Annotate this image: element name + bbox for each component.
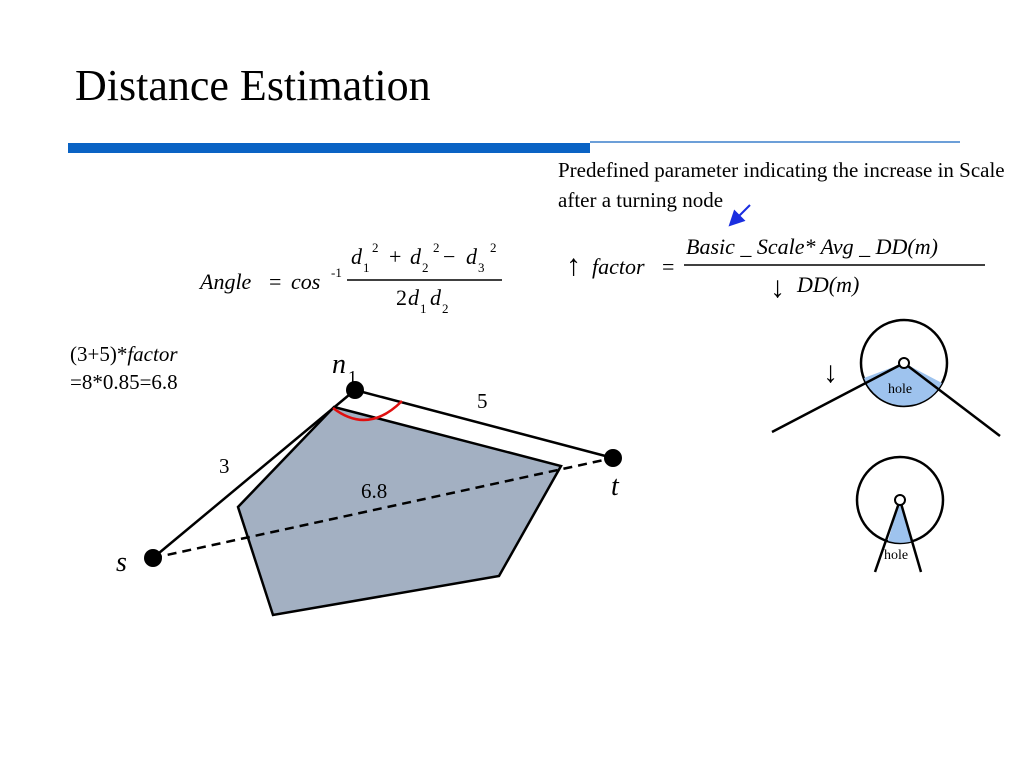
node-t-label: t [611, 471, 620, 502]
den-d2: d [430, 285, 442, 310]
factor-down-arrow: ↓ [770, 271, 785, 304]
factor-numerator: Basic _ Scale* Avg _ DD(m) [686, 234, 938, 259]
edge-s-t-length: 6.8 [361, 479, 387, 503]
node-n1 [346, 381, 364, 399]
node-t [604, 449, 622, 467]
hole-edge-left-narrow [873, 499, 902, 573]
angle-inverse: -1 [331, 265, 342, 280]
slide-title: Distance Estimation [75, 61, 431, 110]
edge-n1-t-length: 5 [477, 389, 488, 413]
hole-edge-right-narrow [898, 499, 923, 573]
angle-lhs: Angle [198, 269, 252, 294]
edge-s-t-dashed [152, 456, 614, 560]
parameter-note: Predefined parameter indicating the incr… [558, 158, 1005, 212]
num-d2-sub: 2 [422, 260, 429, 275]
hole-edge-right-wide [903, 362, 1001, 437]
calc-factor-var: factor [127, 342, 178, 366]
den-d1-sub: 1 [420, 301, 427, 316]
title-underline-thin [590, 141, 960, 143]
obstacle-polygon [236, 405, 563, 617]
hole-illustration-narrow: hole [855, 455, 945, 573]
edge-s-n1-length: 3 [219, 454, 230, 478]
angle-func: cos [291, 269, 320, 294]
hole-label-wide: hole [888, 382, 912, 397]
num-d1-sub: 1 [363, 260, 370, 275]
route-diagram: s t n 1 3 5 6.8 [116, 349, 622, 617]
edge-n1-t [354, 388, 614, 460]
calc-line-1-prefix: (3+5)* [70, 342, 128, 366]
hole-down-arrow: ↓ [823, 356, 838, 389]
angle-formula: Angle = cos -1 d 1 2 + d 2 2 − d 3 2 2 d… [198, 240, 502, 316]
den-d2-sub: 2 [442, 301, 449, 316]
den-two: 2 [396, 285, 407, 310]
hole-node-wide [898, 357, 910, 369]
node-s [144, 549, 162, 567]
pointer-arrow [728, 204, 751, 227]
num-d3: d [466, 244, 478, 269]
hole-label-narrow: hole [884, 548, 908, 563]
num-d2-sq: 2 [433, 240, 440, 255]
title-underline-accent [68, 143, 590, 153]
num-d2: d [410, 244, 422, 269]
num-plus: + [389, 244, 401, 269]
node-n1-label: n [332, 349, 346, 380]
den-d1: d [408, 285, 420, 310]
factor-formula: ↑ factor = Basic _ Scale* Avg _ DD(m) ↓ … [566, 234, 985, 304]
factor-denominator: DD(m) [796, 272, 859, 297]
num-d3-sq: 2 [490, 240, 497, 255]
angle-eq: = [269, 269, 281, 294]
num-d1-sq: 2 [372, 240, 379, 255]
node-n1-sub: 1 [348, 367, 357, 387]
hole-illustration-wide: ↓ hole [771, 318, 1001, 437]
angle-arc [332, 400, 403, 422]
factor-eq: = [662, 254, 674, 279]
factor-lhs: factor [592, 254, 645, 279]
num-d1: d [351, 244, 363, 269]
num-d3-sub: 3 [478, 260, 485, 275]
calc-line-1: (3+5)*factor [70, 340, 178, 368]
distance-calculation: (3+5)*factor =8*0.85=6.8 [70, 340, 178, 396]
hole-sector-narrow [888, 500, 913, 543]
hole-node-narrow [894, 494, 906, 506]
hole-edge-left-wide [771, 361, 905, 434]
num-minus: − [443, 244, 455, 269]
factor-up-arrow: ↑ [566, 249, 581, 282]
edge-s-n1 [152, 389, 356, 559]
calc-line-2: =8*0.85=6.8 [70, 370, 178, 394]
node-s-label: s [116, 547, 127, 578]
